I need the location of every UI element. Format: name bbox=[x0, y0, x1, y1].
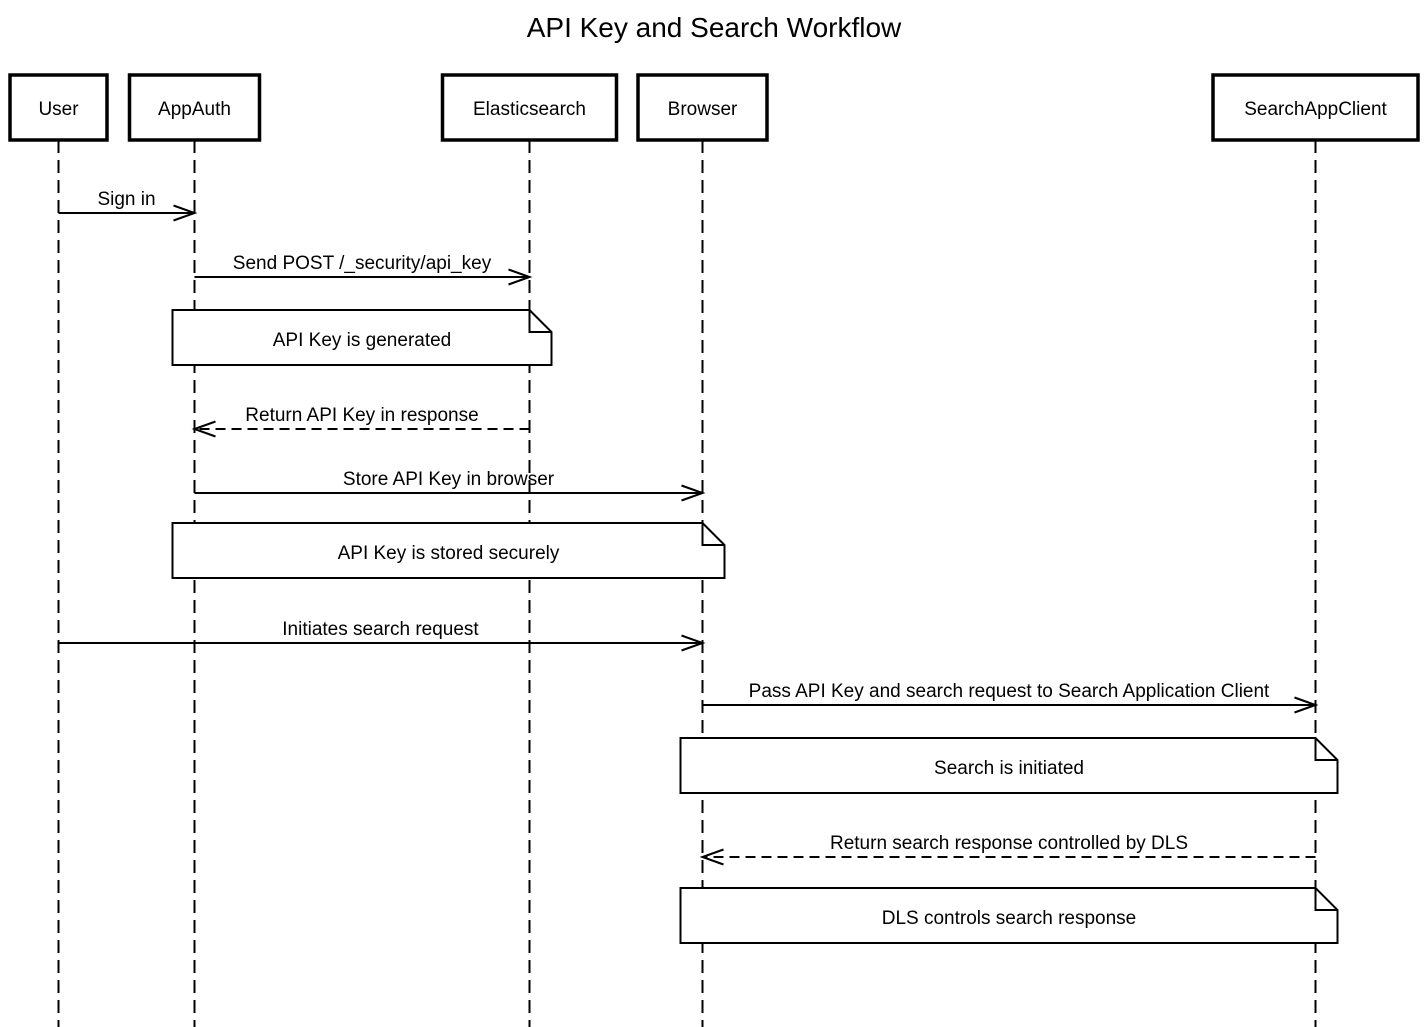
participant-elasticsearch: Elasticsearch bbox=[440, 73, 619, 142]
message-return-api-key: Return API Key in response bbox=[191, 405, 530, 438]
participant-label: Browser bbox=[668, 99, 738, 120]
note-label: API Key is stored securely bbox=[338, 543, 560, 564]
message-label: Send POST /_security/api_key bbox=[233, 253, 492, 274]
participant-box bbox=[1211, 73, 1420, 142]
note-shape bbox=[171, 309, 553, 366]
participant-label: AppAuth bbox=[158, 99, 231, 120]
message-label: Return search response controlled by DLS bbox=[830, 833, 1188, 854]
participant-box bbox=[636, 73, 769, 142]
note-label: API Key is generated bbox=[273, 330, 452, 351]
note-dls-controls-search-response: DLS controls search response bbox=[679, 887, 1339, 944]
message-label: Initiates search request bbox=[282, 619, 479, 640]
note-label: Search is initiated bbox=[934, 758, 1084, 779]
lifelines bbox=[57, 140, 1317, 1027]
message-arrowhead bbox=[508, 268, 533, 286]
participant-appauth: AppAuth bbox=[127, 73, 262, 142]
message-arrowhead bbox=[191, 420, 216, 438]
diagram-title: API Key and Search Workflow bbox=[527, 12, 902, 43]
message-send-post-api-key: Send POST /_security/api_key bbox=[194, 253, 533, 286]
note-api-key-stored-securely: API Key is stored securely bbox=[171, 522, 726, 579]
participant-box bbox=[440, 73, 619, 142]
message-label: Sign in bbox=[97, 189, 155, 210]
message-arrowhead bbox=[681, 634, 706, 652]
message-arrowhead bbox=[173, 204, 198, 222]
note-search-is-initiated: Search is initiated bbox=[679, 737, 1339, 794]
note-fold-corner bbox=[528, 310, 552, 333]
message-arrowhead bbox=[699, 848, 724, 866]
participant-label: User bbox=[38, 99, 79, 120]
note-fold-corner bbox=[701, 523, 725, 546]
message-pass-api-key-search-request: Pass API Key and search request to Searc… bbox=[702, 681, 1319, 714]
message-arrowhead bbox=[1294, 696, 1319, 714]
message-label: Store API Key in browser bbox=[343, 469, 555, 490]
participant-label: SearchAppClient bbox=[1244, 99, 1387, 120]
participant-browser: Browser bbox=[636, 73, 769, 142]
participant-user: User bbox=[8, 73, 109, 142]
note-shape bbox=[171, 522, 726, 579]
message-label: Pass API Key and search request to Searc… bbox=[749, 681, 1270, 702]
message-return-search-response: Return search response controlled by DLS bbox=[699, 833, 1316, 866]
message-initiates-search-request: Initiates search request bbox=[58, 619, 706, 652]
note-fold-corner bbox=[1314, 888, 1338, 911]
participant-box bbox=[127, 73, 262, 142]
message-sign-in: Sign in bbox=[58, 189, 198, 222]
participant-label: Elasticsearch bbox=[473, 99, 586, 120]
note-shape bbox=[679, 887, 1339, 944]
note-api-key-is-generated: API Key is generated bbox=[171, 309, 553, 366]
note-fold-corner bbox=[1314, 738, 1338, 761]
participant-box bbox=[8, 73, 109, 142]
participant-searchappclient: SearchAppClient bbox=[1211, 73, 1420, 142]
message-arrowhead bbox=[681, 484, 706, 502]
message-store-api-key: Store API Key in browser bbox=[194, 469, 706, 502]
note-shape bbox=[679, 737, 1339, 794]
note-label: DLS controls search response bbox=[882, 908, 1137, 929]
message-label: Return API Key in response bbox=[245, 405, 478, 426]
